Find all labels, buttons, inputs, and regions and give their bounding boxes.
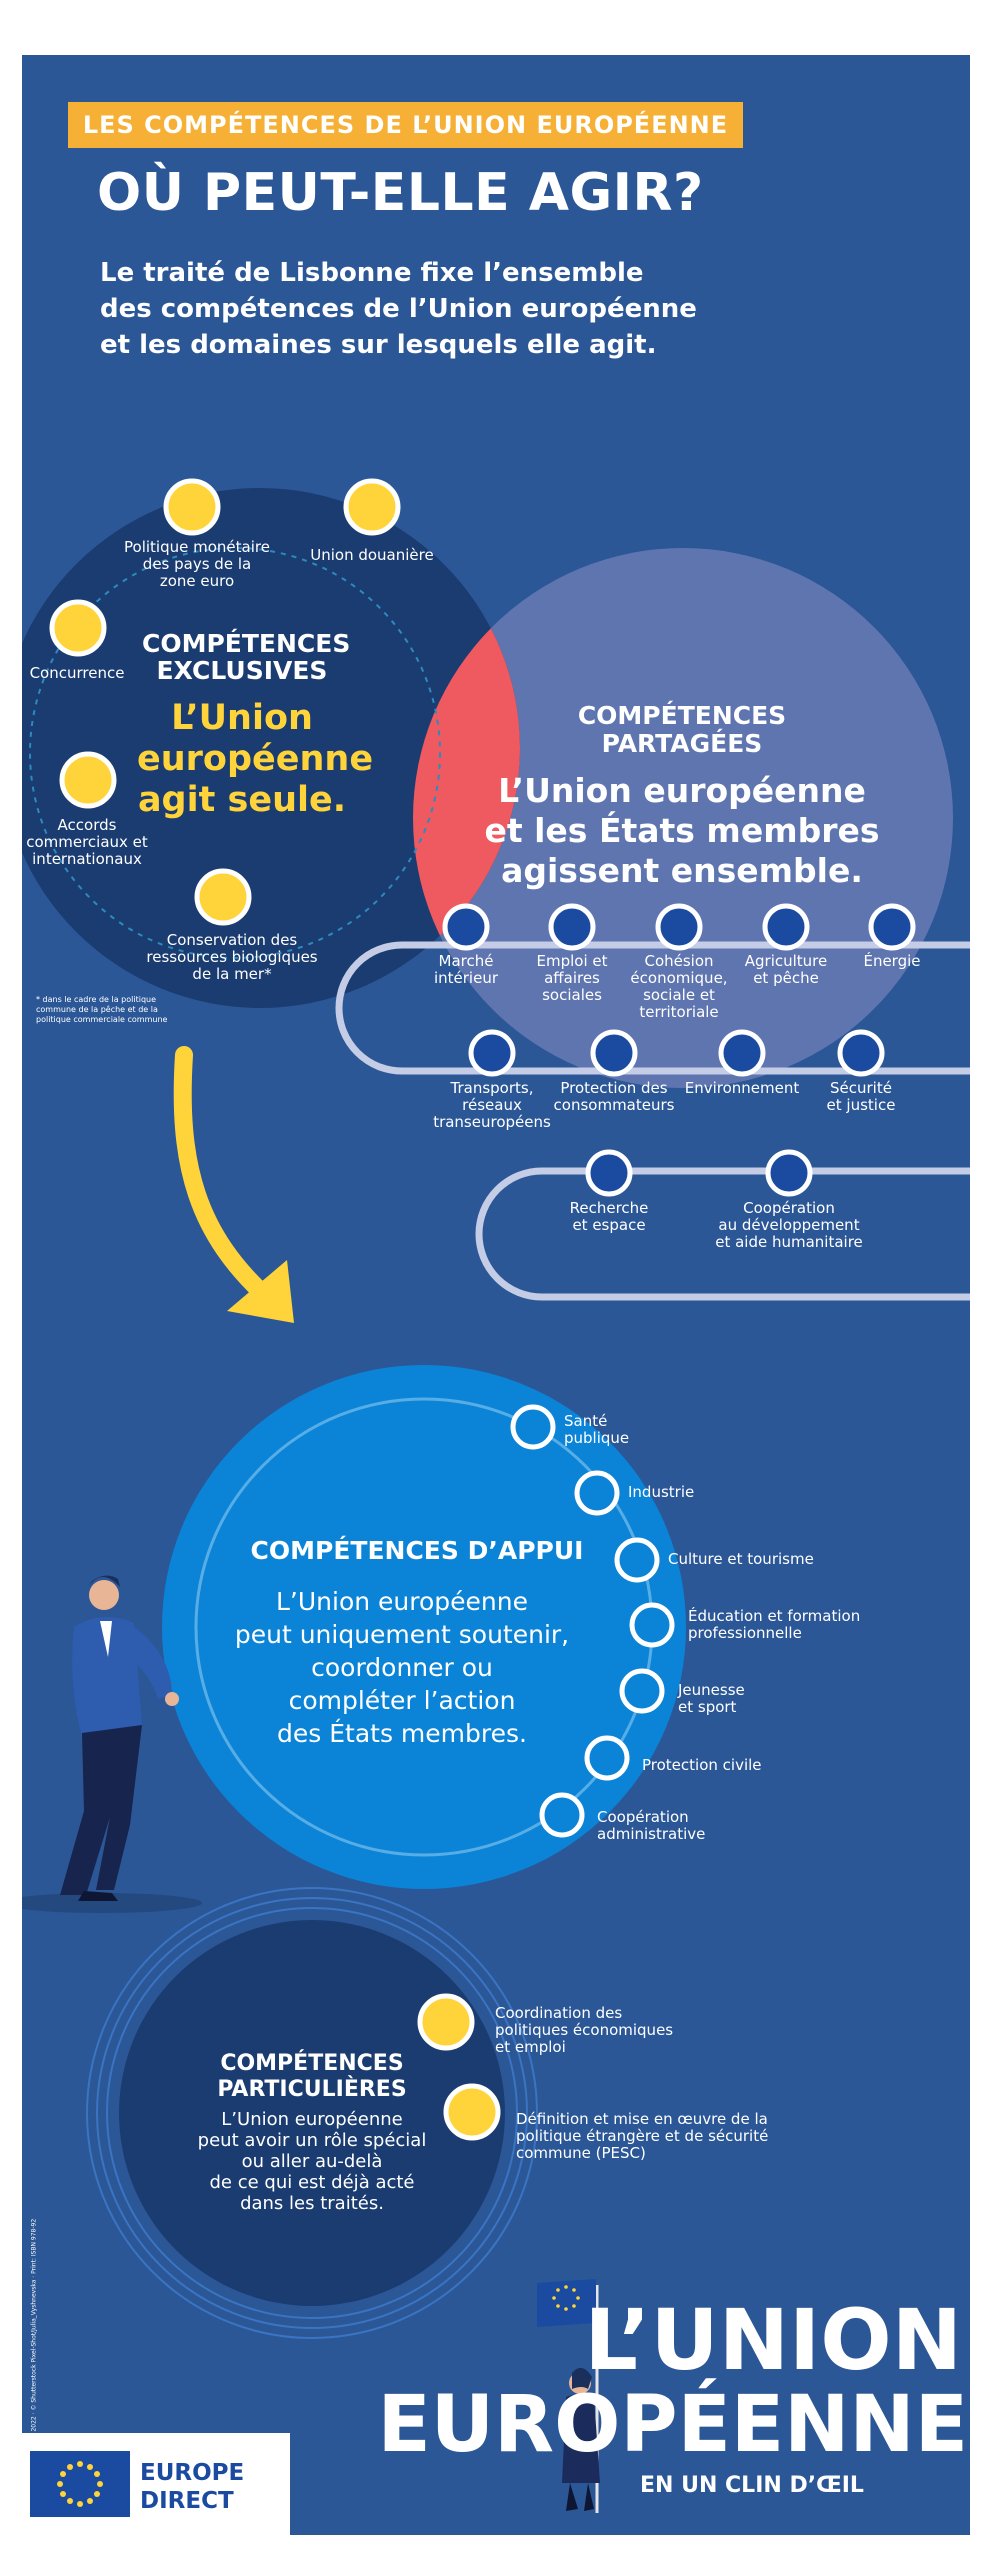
white-ring-icon bbox=[574, 1470, 620, 1516]
curved-arrow-icon bbox=[173, 1046, 279, 1309]
shared-item: Environnement bbox=[684, 1079, 800, 1097]
footer-title-line1: L’UNION bbox=[584, 2291, 962, 2389]
blue-dot-icon bbox=[762, 903, 810, 951]
footer-title-line2: EUROPÉENNE bbox=[377, 2380, 968, 2470]
yellow-dot-icon bbox=[49, 599, 107, 657]
special-dots bbox=[417, 1993, 501, 2141]
blue-dot-icon bbox=[718, 1029, 766, 1077]
yellow-dot-icon bbox=[163, 478, 221, 536]
white-ring-icon bbox=[539, 1792, 585, 1838]
yellow-dot-icon bbox=[417, 1993, 475, 2051]
blue-dot-icon bbox=[548, 903, 596, 951]
exclusive-circle bbox=[22, 488, 520, 1008]
blue-dot-icon bbox=[837, 1029, 885, 1077]
support-item: Industrie bbox=[628, 1483, 695, 1501]
intro-line: et les domaines sur lesquels elle agit. bbox=[100, 330, 657, 360]
eu-flag-icon bbox=[30, 2451, 130, 2517]
eu-flag-icon bbox=[537, 2279, 596, 2327]
page-title: OÙ PEUT-ELLE AGIR? bbox=[97, 163, 704, 223]
shared-track bbox=[475, 1167, 970, 1301]
footer-tagline: EN UN CLIN D’ŒIL bbox=[640, 2473, 864, 2498]
special-ring bbox=[96, 1897, 528, 2329]
intro-line: Le traité de Lisbonne fixe l’ensemble bbox=[100, 258, 644, 288]
special-ring bbox=[86, 1887, 538, 2339]
white-ring-icon bbox=[614, 1537, 660, 1583]
intro-line: des compétences de l’Union européenne bbox=[100, 294, 697, 324]
yellow-dot-icon bbox=[343, 478, 401, 536]
blue-dot-icon bbox=[468, 1029, 516, 1077]
background-shapes bbox=[22, 488, 970, 2339]
support-circle bbox=[162, 1365, 686, 1889]
blue-dot-icon bbox=[765, 1149, 813, 1197]
exclusive-dots bbox=[49, 478, 916, 1197]
special-ring bbox=[106, 1907, 518, 2319]
yellow-dot-icon bbox=[443, 2083, 501, 2141]
yellow-dot-icon bbox=[59, 751, 117, 809]
exclusive-item: Union douanière bbox=[310, 546, 434, 564]
person-illustration bbox=[22, 1575, 202, 1913]
blue-dot-icon bbox=[442, 903, 490, 951]
exclusive-dotted-ring bbox=[29, 547, 441, 959]
blue-dot-icon bbox=[585, 1149, 633, 1197]
arrow-head-icon bbox=[227, 1260, 294, 1323]
blue-dot-icon bbox=[590, 1029, 638, 1077]
support-title: COMPÉTENCES D’APPUI bbox=[250, 1536, 584, 1565]
yellow-dot-icon bbox=[194, 868, 252, 926]
white-ring-icon bbox=[584, 1735, 630, 1781]
flag-bearer-illustration bbox=[537, 2279, 600, 2513]
blue-dot-icon bbox=[868, 903, 916, 951]
support-dots bbox=[510, 1404, 675, 1838]
header-tag: LES COMPÉTENCES DE L’UNION EUROPÉENNE bbox=[68, 102, 743, 148]
intro-text: Le traité de Lisbonne fixe l’ensemble de… bbox=[100, 255, 720, 363]
white-ring-icon bbox=[629, 1602, 675, 1648]
poster: LES COMPÉTENCES DE L’UNION EUROPÉENNE OÙ… bbox=[22, 55, 970, 2535]
support-item: Culture et tourisme bbox=[668, 1550, 814, 1568]
blue-dot-icon bbox=[655, 903, 703, 951]
exclusive-item: Concurrence bbox=[29, 664, 125, 682]
white-ring-icon bbox=[510, 1404, 556, 1450]
white-ring-icon bbox=[619, 1668, 665, 1714]
special-circle bbox=[119, 1920, 505, 2306]
shared-item: Énergie bbox=[863, 952, 921, 970]
shared-track bbox=[335, 941, 970, 1075]
shared-circle bbox=[413, 548, 953, 1088]
support-item: Protection civile bbox=[642, 1756, 762, 1774]
